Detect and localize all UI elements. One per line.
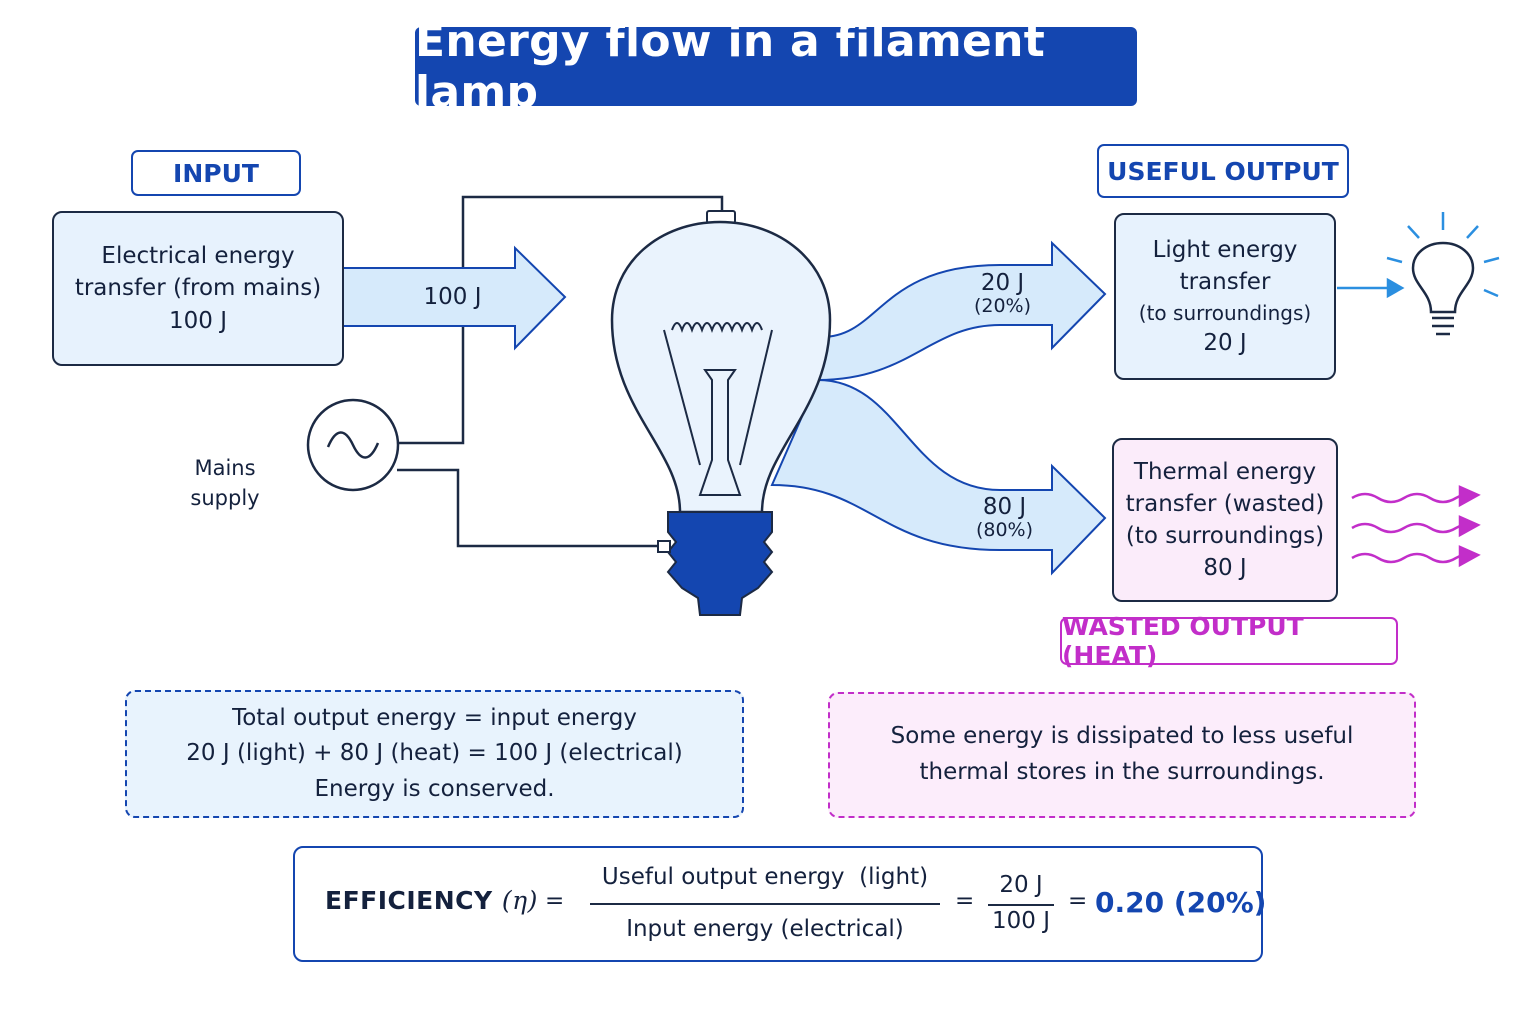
dissipation-line2: thermal stores in the surroundings. (919, 759, 1325, 785)
light-box-line3: (to surroundings) (1138, 300, 1312, 325)
light-box-line1: Light energy (1152, 237, 1298, 264)
equals-sign-2: = (955, 888, 975, 914)
wasted-output-tag: WASTED OUTPUT (HEAT) (1060, 612, 1398, 670)
efficiency-numerator: Useful output energy (light) (601, 864, 929, 890)
thermal-box-line2: transfer (wasted) (1125, 490, 1325, 517)
heat-flow-arrow (770, 378, 1107, 576)
light-box-value: 20 J (1203, 329, 1247, 356)
equals-sign-3: = (1068, 888, 1088, 914)
mains-label-line2: supply (190, 486, 260, 511)
input-tag: INPUT (131, 150, 301, 196)
heat-flow-label: 80 J (80%) (957, 494, 1052, 542)
numerator-value: 20 J (999, 872, 1043, 898)
page-title: Energy flow in a filament lamp (415, 16, 1137, 118)
equals-sign-1: = (545, 888, 565, 914)
light-flow-value: 20 J (980, 270, 1025, 296)
dissipation-line1: Some energy is dissipated to less useful (890, 723, 1354, 750)
efficiency-result: 0.20 (20%) (1095, 886, 1267, 919)
filament-bulb-icon (610, 210, 832, 616)
useful-output-tag: USEFUL OUTPUT (1097, 144, 1349, 198)
circuit-wires (353, 195, 724, 548)
input-energy-box: Electrical energy transfer (from mains) … (52, 211, 344, 366)
mains-label-line1: Mains (194, 456, 256, 480)
efficiency-formula: EFFICIENCY (η) = Useful output energy (l… (293, 846, 1267, 962)
light-energy-box: Light energy transfer (to surroundings) … (1114, 213, 1336, 380)
efficiency-denominator: Input energy (electrical) (626, 916, 904, 942)
input-box-line1: Electrical energy (101, 243, 295, 270)
conservation-line1: Total output energy = input energy (232, 704, 637, 731)
light-box-line2: transfer (1179, 269, 1271, 296)
light-bulb-icon (1337, 212, 1500, 336)
heat-wave-icon (1351, 485, 1481, 568)
input-flow-arrow (342, 245, 567, 351)
light-flow-arrow (816, 240, 1107, 382)
conservation-note: Total output energy = input energy 20 J … (125, 690, 744, 818)
denominator-value: 100 J (992, 908, 1050, 934)
thermal-energy-box: Thermal energy transfer (wasted) (to sur… (1112, 438, 1338, 602)
conservation-line3: Energy is conserved. (314, 775, 555, 802)
conservation-line2: 20 J (light) + 80 J (heat) = 100 J (elec… (186, 740, 683, 767)
efficiency-label-text: EFFICIENCY (325, 886, 493, 915)
heat-flow-value: 80 J (982, 494, 1027, 520)
ac-source-icon (306, 398, 400, 492)
efficiency-label: EFFICIENCY (η) (325, 886, 538, 915)
input-box-value: 100 J (169, 307, 227, 334)
input-flow-value: 100 J (423, 284, 482, 310)
light-flow-label: 20 J (20%) (955, 270, 1050, 318)
thermal-box-value: 80 J (1203, 555, 1247, 582)
efficiency-symbol: (η) (501, 886, 538, 915)
dissipation-note: Some energy is dissipated to less useful… (828, 692, 1416, 818)
heat-flow-percent: (80%) (975, 519, 1034, 542)
thermal-box-line1: Thermal energy (1133, 458, 1317, 485)
fraction-line-1 (590, 903, 940, 905)
fraction-line-2 (988, 904, 1054, 906)
input-box-line2: transfer (from mains) (74, 275, 322, 302)
light-flow-percent: (20%) (973, 295, 1032, 318)
mains-supply-label: Mains supply (170, 453, 280, 514)
thermal-box-line3: (to surroundings) (1125, 523, 1325, 549)
